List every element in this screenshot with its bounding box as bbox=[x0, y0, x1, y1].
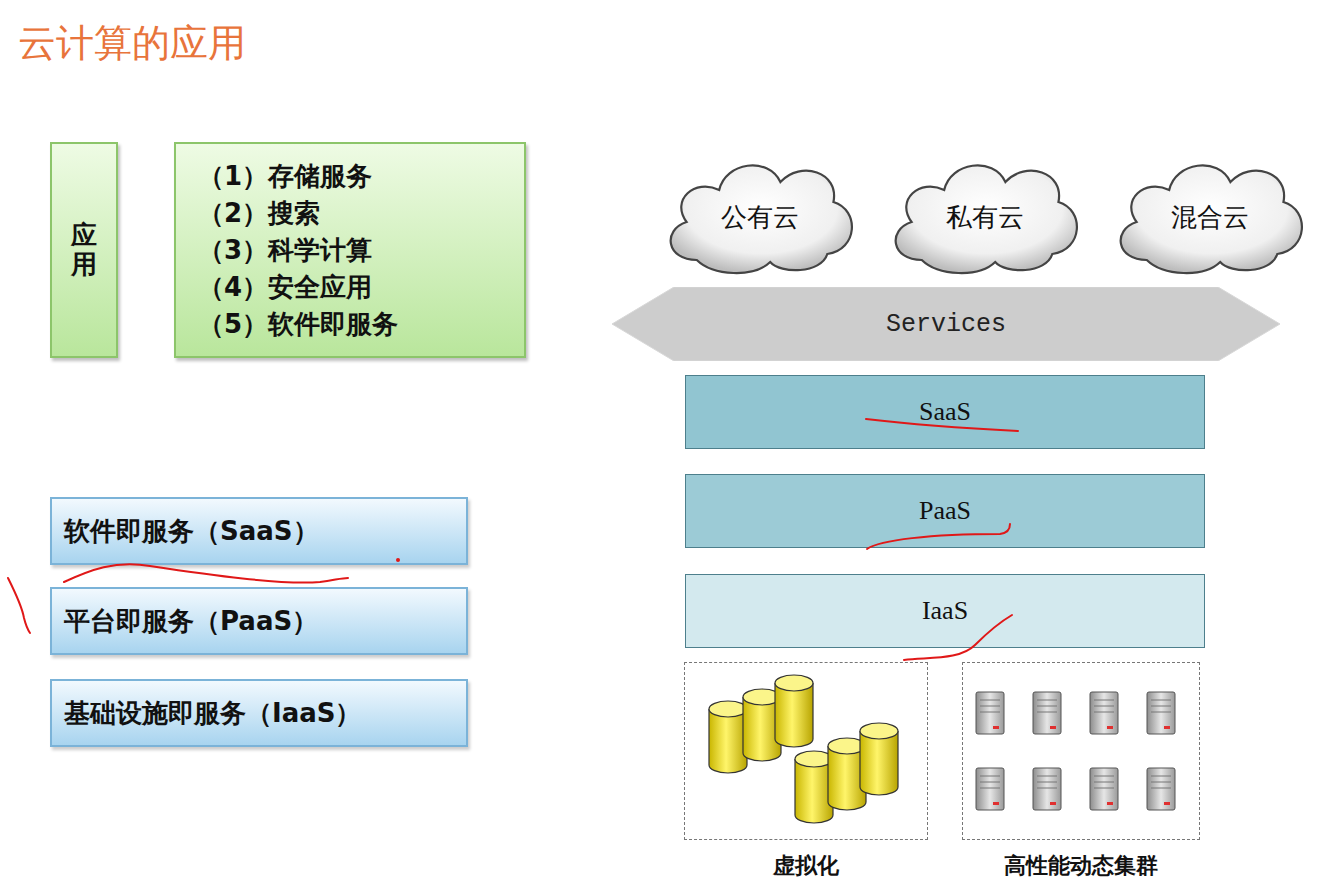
cloud-label: 私有云 bbox=[946, 200, 1024, 235]
box-label: 平台即服务（PaaS） bbox=[64, 604, 318, 639]
annotation-stroke bbox=[866, 419, 1018, 431]
cloud-label: 混合云 bbox=[1171, 200, 1249, 235]
application-list-box: （1）存储服务（2）搜索（3）科学计算（4）安全应用（5）软件即服务 bbox=[174, 142, 526, 358]
cloud-shape: 公有云 bbox=[658, 148, 862, 278]
list-item: （4）安全应用 bbox=[198, 269, 514, 306]
service-model-box: 软件即服务（SaaS） bbox=[50, 497, 468, 565]
resource-group-box: 高性能动态集群 bbox=[962, 662, 1200, 840]
annotation-stroke bbox=[867, 524, 1010, 549]
layer-box: IaaS bbox=[685, 574, 1205, 648]
annotation-stroke bbox=[904, 615, 1012, 660]
services-band: Services bbox=[612, 287, 1280, 361]
layer-box: PaaS bbox=[685, 474, 1205, 548]
layer-box: SaaS bbox=[685, 375, 1205, 449]
annotation-dot bbox=[396, 558, 400, 562]
box-label: 基础设施即服务（IaaS） bbox=[64, 696, 362, 731]
list-item: （5）软件即服务 bbox=[198, 306, 514, 343]
vertical-label: 应用 bbox=[71, 221, 97, 278]
page-title: 云计算的应用 bbox=[18, 18, 246, 69]
service-model-box: 基础设施即服务（IaaS） bbox=[50, 679, 468, 747]
list-item: （3）科学计算 bbox=[198, 232, 514, 269]
list-item: （2）搜索 bbox=[198, 195, 514, 232]
cloud-shape: 私有云 bbox=[883, 148, 1087, 278]
layer-label: IaaS bbox=[922, 596, 968, 626]
layer-label: SaaS bbox=[919, 397, 971, 427]
list-item: （1）存储服务 bbox=[198, 158, 514, 195]
annotation-stroke bbox=[64, 564, 348, 582]
service-model-box: 平台即服务（PaaS） bbox=[50, 587, 468, 655]
cloud-label: 公有云 bbox=[721, 200, 799, 235]
category-box: 应用 bbox=[50, 142, 118, 358]
annotation-stroke bbox=[8, 578, 30, 633]
cloud-shape: 混合云 bbox=[1108, 148, 1312, 278]
box-label: 软件即服务（SaaS） bbox=[64, 514, 319, 549]
layer-label: PaaS bbox=[919, 496, 971, 526]
group-caption: 虚拟化 bbox=[685, 851, 927, 881]
group-caption: 高性能动态集群 bbox=[963, 851, 1199, 881]
cylinders bbox=[709, 675, 898, 823]
resource-group-box: 虚拟化 bbox=[684, 662, 928, 840]
servers bbox=[976, 692, 1175, 810]
band-label: Services bbox=[886, 310, 1006, 339]
